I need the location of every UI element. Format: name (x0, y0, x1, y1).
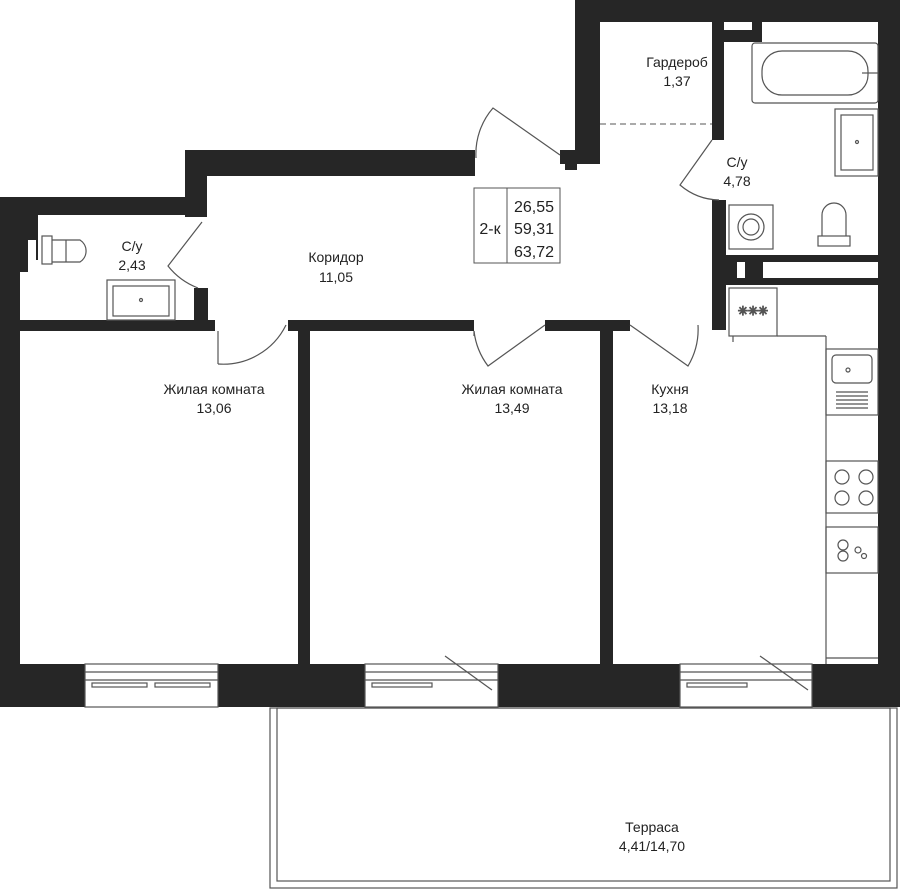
room-area-corridor: 11,05 (319, 269, 353, 285)
room-area-living-2: 13,49 (494, 400, 529, 416)
door-icon (679, 139, 720, 201)
room-area-bathroom-big: 4,78 (723, 173, 750, 189)
living-area: 26,55 (514, 199, 554, 216)
toilet-icon (41, 235, 87, 265)
door-icon (475, 107, 561, 159)
walls (0, 0, 900, 707)
sink-icon (834, 108, 879, 177)
door-icon (473, 324, 546, 367)
terrace (269, 707, 898, 889)
door-icon (629, 324, 699, 367)
toilet-icon (817, 202, 851, 247)
window-icon (364, 655, 499, 708)
room-name-terrace: Терраса (625, 819, 679, 835)
window-icon (679, 655, 813, 708)
room-name-living-2: Жилая комната (461, 381, 562, 397)
room-name-corridor: Коридор (308, 249, 364, 265)
room-name-living-1: Жилая комната (163, 381, 264, 397)
stove-icon (825, 460, 879, 514)
kitchen-counter (777, 335, 878, 664)
total-with-terrace: 63,72 (514, 244, 554, 261)
kitchen-sink-icon (825, 348, 879, 416)
total-area: 59,31 (514, 221, 554, 238)
apartment-summary: 2-к 26,55 59,31 63,72 (473, 187, 561, 264)
room-area-bathroom-small: 2,43 (118, 257, 145, 273)
wall-openings (28, 240, 878, 278)
room-name-bathroom-small: С/у (122, 238, 143, 254)
bathtub-icon (751, 42, 879, 104)
room-area-terrace: 4,41/14,70 (619, 838, 685, 854)
room-area-living-1: 13,06 (196, 400, 231, 416)
room-name-kitchen: Кухня (651, 381, 688, 397)
room-name-bathroom-big: С/у (727, 154, 748, 170)
apartment-type: 2-к (479, 221, 501, 238)
room-area-kitchen: 13,18 (652, 400, 687, 416)
door-icon (167, 221, 203, 289)
door-icon (217, 324, 287, 365)
radiator-icon: ✳✳✳ (728, 287, 778, 342)
svg-text:✳✳✳: ✳✳✳ (738, 304, 768, 318)
window-icon (84, 663, 219, 708)
dishwasher-icon (825, 526, 879, 574)
washing-machine-icon (728, 204, 774, 250)
room-area-wardrobe: 1,37 (663, 73, 690, 89)
sink-icon (106, 279, 176, 321)
room-name-wardrobe: Гардероб (646, 54, 708, 70)
